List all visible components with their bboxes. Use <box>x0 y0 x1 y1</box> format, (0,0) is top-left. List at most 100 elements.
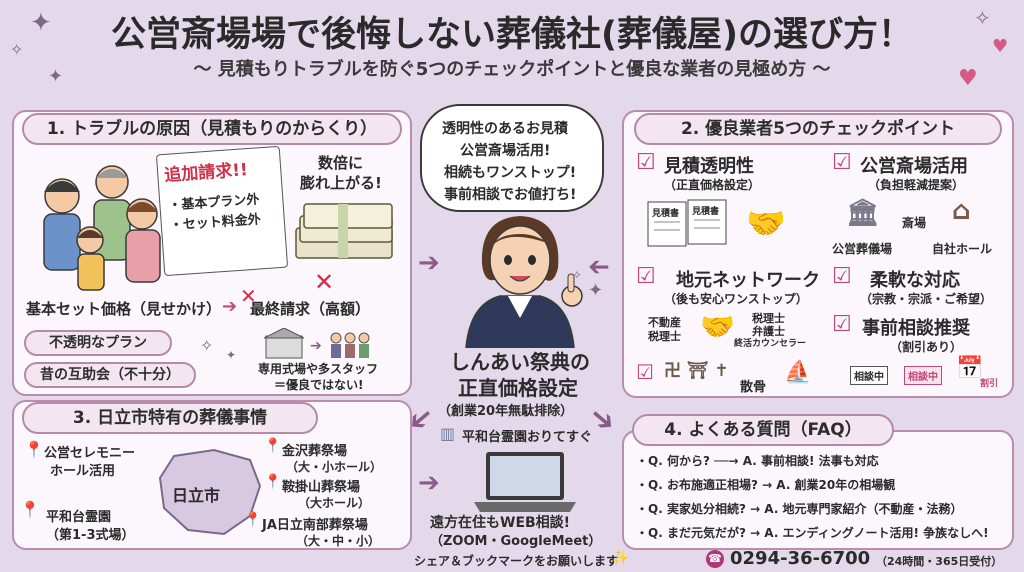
sparkle-icon: ✦ <box>226 348 237 362</box>
place-sub: （大・中・小） <box>296 534 381 548</box>
heart-icon: ♥ <box>992 36 1009 57</box>
place-sub: （第1-3式場） <box>46 528 135 543</box>
sparkle-icon: ✨ <box>612 550 630 566</box>
company-years: （創業20年無駄排除） <box>438 404 574 419</box>
sparkle-icon: ✦ <box>588 280 604 301</box>
estimate-documents-icon <box>647 199 727 247</box>
money-stack-icon <box>295 203 393 259</box>
company-tagline: 正直価格設定 <box>458 376 578 400</box>
checkpoint-title: 事前相談推奨 <box>862 318 970 339</box>
place-name: 金沢葬祭場 <box>282 444 348 459</box>
share-request: シェア＆ブックマークをお願いします <box>414 554 619 568</box>
checkpoint-sub: （割引あり） <box>890 340 963 354</box>
extra-charge-paper: 追加請求!! ・基本プラン外 ・セット料金外 <box>155 145 289 277</box>
faq-row: ・Q. まだ元気だが? → A. エンディングノート活用! 争族なしへ! <box>636 526 989 540</box>
pin-icon: 📍 <box>264 438 282 454</box>
check-icon: ☑ <box>636 264 656 289</box>
dispersal-label: 散骨 <box>740 380 767 395</box>
sparkle-icon: ✦ <box>30 8 52 38</box>
checkpoint-sub: （正直価格設定） <box>664 178 761 192</box>
check-icon: ☑ <box>636 360 654 384</box>
checkpoint-title: 柔軟な対応 <box>870 270 960 291</box>
handshake-icon: 🤝 <box>746 204 786 242</box>
faq-row: ・Q. 実家処分相続? → A. 地元専門家紹介（不動産・法務） <box>636 502 963 516</box>
place-sub: （大ホール） <box>298 496 371 510</box>
check-icon: ☑ <box>636 150 656 175</box>
checkpoint-sub: （負担軽減提案） <box>868 178 965 192</box>
section-faq-heading: 4. よくある質問（FAQ） <box>632 414 894 446</box>
checkpoint-sub: （後も安心ワンストップ） <box>664 292 808 306</box>
handshake-icon: 🤝 <box>700 310 735 343</box>
page-title: 公営斎場場で後悔しない葬儀社(葬儀屋)の選び方！ <box>111 15 913 55</box>
staff-building-icon: ➔ <box>264 328 370 359</box>
network-pro-label: 終活カウンセラー <box>734 339 807 349</box>
network-pro-label: 税理士 <box>752 312 785 325</box>
web-consult-sub: （ZOOM・GoogleMeet） <box>430 534 602 549</box>
pin-icon: 📍 <box>24 440 44 459</box>
place-sub: ホール活用 <box>50 464 116 479</box>
staff-note: ＝優良ではない! <box>274 378 364 392</box>
phone-number[interactable]: 0294-36-6700 <box>730 548 871 569</box>
svg-text:➔: ➔ <box>310 338 322 354</box>
phone-icon: ☎ <box>706 550 724 568</box>
sparkle-icon: ✦ <box>48 66 64 87</box>
faq-list: ・Q. 何から? ──→ A. 事前相談! 法事も対応 ・Q. お布施適正相場?… <box>622 430 1014 550</box>
place-name: 平和台霊園 <box>46 510 112 525</box>
network-pro-label: 弁護士 <box>752 325 785 338</box>
section-hitachi-heading: 3. 日立市特有の葬儀事情 <box>22 402 318 434</box>
faq-row: ・Q. お布施適正相場? → A. 創業20年の相場観 <box>636 478 896 492</box>
place-name: 鞍掛山葬祭場 <box>282 480 361 495</box>
hitachi-map-icon <box>158 448 262 536</box>
network-pro-label: 税理士 <box>648 330 681 343</box>
check-icon: ☑ <box>832 264 852 289</box>
house-icon: ⌂ <box>952 196 971 226</box>
phone-hours: （24時間・365日受付） <box>876 555 1003 568</box>
inflate-caption: 数倍に <box>318 154 364 172</box>
section-checkpoints-panel <box>622 110 1014 398</box>
old-mutual-aid-pill: 昔の互助会（不十分） <box>24 362 196 388</box>
calendar-icon: 📅 <box>956 356 984 381</box>
arrow-icon: ➔ <box>418 468 440 498</box>
faq-row: ・Q. 何から? ──→ A. 事前相談! 法事も対応 <box>636 454 879 468</box>
estimate-doc-label: 見積書 <box>692 207 720 217</box>
building-icon: 🏛 <box>846 198 880 228</box>
heart-icon: ♥ <box>958 66 978 91</box>
pin-icon: 📍 <box>264 474 282 490</box>
place-name: JA日立南部葬祭場 <box>262 518 368 533</box>
checkpoint-sub: （宗教・宗派・ご希望） <box>860 292 993 306</box>
checkpoint-title: 見積透明性 <box>664 156 754 177</box>
sparkle-icon: ✧ <box>10 40 24 59</box>
boat-icon: ⛵ <box>784 360 812 385</box>
building-icon: ▥ <box>440 424 456 443</box>
consult-tag: 相談中 <box>850 366 888 385</box>
center-bubble-line: 相続もワンストップ! <box>444 165 577 181</box>
center-bubble-line: 事前相談でお値打ち! <box>444 187 577 203</box>
hall-own-label: 自社ホール <box>932 242 993 256</box>
inflate-caption: 膨れ上がる! <box>300 174 382 192</box>
final-price-label: 最終請求（高額） <box>250 300 371 318</box>
staff-note: 専用式場や多スタッフ <box>258 362 379 376</box>
x-mark-icon: ✕ <box>240 284 257 308</box>
map-label: 日立市 <box>172 486 221 505</box>
worried-family-icon <box>43 165 161 291</box>
arrow-icon: ➔ <box>588 252 610 282</box>
company-location: 平和台霊園おりてすぐ <box>462 430 593 445</box>
hall-public-label: 公営葬儀場 <box>832 242 893 256</box>
sparkle-icon: ✧ <box>200 336 214 355</box>
center-bubble-line: 透明性のあるお見積 <box>442 121 568 137</box>
consult-tag: 相談中 <box>904 366 942 385</box>
arrow-icon: ➔ <box>418 248 440 278</box>
opaque-plan-pill: 不透明なプラン <box>24 330 172 356</box>
sparkle-icon: ✧ <box>572 268 583 282</box>
checkpoint-title: 公営斎場活用 <box>860 156 968 177</box>
x-mark-icon: ✕ <box>314 268 335 296</box>
check-icon: ☑ <box>832 312 852 337</box>
sparkle-icon: ✧ <box>974 6 991 30</box>
laptop-icon <box>474 452 576 512</box>
place-sub: （大・小ホール） <box>286 460 383 474</box>
page-subtitle: ～ 見積もりトラブルを防ぐ5つのチェックポイントと優良な業者の見極め方 ～ <box>193 59 831 80</box>
section-trouble-heading: 1. トラブルの原因（見積もりのからくり） <box>22 113 402 145</box>
web-consult-title: 遠方在住もWEB相談! <box>430 515 571 531</box>
center-bubble-line: 公営斎場活用! <box>460 143 551 159</box>
hall-sign: 斎場 <box>902 216 927 230</box>
